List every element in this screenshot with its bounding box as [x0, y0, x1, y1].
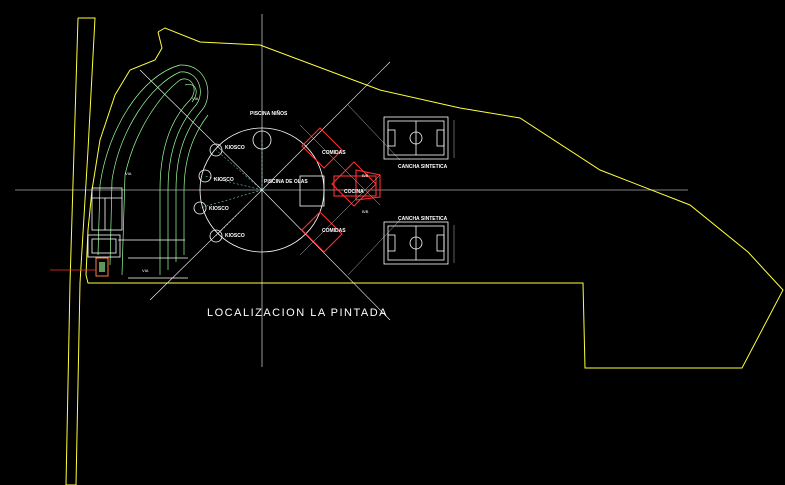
property-boundary: [65, 17, 784, 485]
food-pavilion: [299, 104, 401, 276]
label-banos-2: B/B: [362, 209, 369, 214]
drawing-labels: PISCINA NIÑOS PISCINA DE OLAS COMIDAS CO…: [125, 96, 448, 319]
label-cancha-1: CANCHA SINTETICA: [398, 164, 448, 170]
label-kiosco-4: KIOSCO: [225, 233, 245, 239]
label-via-1: VIA: [125, 171, 132, 176]
axis-lines: [15, 14, 688, 367]
label-cancha-2: CANCHA SINTETICA: [398, 216, 448, 222]
label-via-2: VIA: [192, 96, 199, 101]
label-piscina-ninos: PISCINA NIÑOS: [250, 110, 288, 117]
label-comidas-top: COMIDAS: [322, 150, 346, 156]
label-kiosco-1: KIOSCO: [225, 145, 245, 151]
service-buildings: [50, 187, 188, 279]
label-cocina: COCINA: [344, 189, 364, 195]
label-kiosco-2: KIOSCO: [214, 177, 234, 183]
soccer-field-2: [383, 221, 455, 265]
label-comidas-bottom: COMIDAS: [322, 228, 346, 234]
curved-paths: [97, 64, 209, 276]
label-piscina-olas: PISCINA DE OLAS: [264, 179, 308, 185]
central-plaza: [193, 127, 325, 253]
label-via-3: VIA: [142, 268, 149, 273]
drawing-title: LOCALIZACION LA PINTADA: [207, 307, 388, 319]
label-banos-1: B/B: [362, 173, 369, 178]
label-kiosco-3: KIOSCO: [209, 206, 229, 212]
soccer-field-1: [383, 116, 455, 160]
